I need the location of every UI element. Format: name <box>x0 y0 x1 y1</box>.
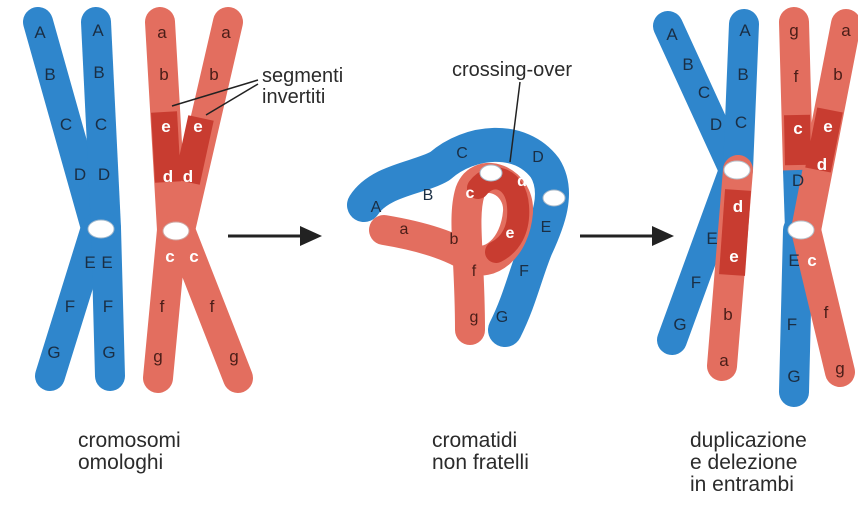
c1-blue-left-gene-A: A <box>666 25 678 44</box>
red-chromosome <box>158 22 238 378</box>
c2-red-left-gene-c: c <box>793 119 802 138</box>
red-left-gene-e: e <box>161 117 170 136</box>
red-loop-gene-d: d <box>517 173 527 190</box>
red-loop-gene-f: f <box>472 263 477 280</box>
c2-blue-gene-D: D <box>792 171 804 190</box>
red-right-gene-g: g <box>229 347 238 366</box>
c1-blue-right-gene-B: B <box>737 65 748 84</box>
blue-right-gene-E: E <box>101 253 112 272</box>
caption-homologous: cromosomi omologhi <box>78 430 181 474</box>
blue-left-gene-B: B <box>44 65 55 84</box>
c1-blue-left-gene-F: F <box>691 273 701 292</box>
caption-dup-del-line-2: e delezione <box>690 452 807 474</box>
c2-red-right-gene-d: d <box>817 155 827 174</box>
c1-blue-left-gene-E: E <box>706 229 717 248</box>
blue-centromere <box>88 220 114 238</box>
red-left-gene-c: c <box>165 247 174 266</box>
red-loop-gene-a: a <box>400 221 409 238</box>
blue-loop-gene-E: E <box>541 219 552 236</box>
c1-blue-right-gene-A: A <box>739 21 751 40</box>
blue-left-gene-D: D <box>74 165 86 184</box>
red-right-gene-b: b <box>209 65 218 84</box>
inverted-label-line-2: invertiti <box>262 87 343 108</box>
c2-blue-gene-G: G <box>787 367 800 386</box>
blue-left-gene-G: G <box>47 343 60 362</box>
c1-blue-left-gene-G: G <box>673 315 686 334</box>
c2-centromere <box>788 221 814 239</box>
red-right-gene-d: d <box>183 167 193 186</box>
blue-left-gene-F: F <box>65 297 75 316</box>
crossing-point-centromere <box>480 165 502 181</box>
blue-loop-gene-C: C <box>456 145 468 162</box>
red-loop-gene-b: b <box>450 231 459 248</box>
red-right-gene-e: e <box>193 117 202 136</box>
stage-duplication-deletion: ABCDEFGABCdebagfcabedcfgDEFG <box>666 21 851 392</box>
blue-right-gene-F: F <box>103 297 113 316</box>
stage-homologous-chromosomes: A B C D E F G A B C D E F Ga b e d c f g a b e d c f g <box>34 21 238 378</box>
caption-dup-del: duplicazione e delezione in entrambi <box>690 430 807 496</box>
red-loop-gene-e: e <box>506 225 515 242</box>
blue-right-gene-A: A <box>92 21 104 40</box>
caption-non-sister-line-1: cromatidi <box>432 430 529 452</box>
red-right-gene-c: c <box>189 247 198 266</box>
red-centromere <box>163 222 189 240</box>
blue-right-gene-B: B <box>93 63 104 82</box>
c1-centromere <box>724 161 750 179</box>
blue-left-gene-C: C <box>60 115 72 134</box>
inverted-label-line-1: segmenti <box>262 66 343 87</box>
arrow-right-2 <box>580 226 674 246</box>
caption-homologous-line-1: cromosomi <box>78 430 181 452</box>
stage-non-sister-chromatids: A B C D E F Ga b c d e f g <box>364 82 565 330</box>
crossing-over-label: crossing-over <box>452 60 572 81</box>
c2-red-right-gene-g: g <box>835 359 844 378</box>
c1-red-right-gene-d: d <box>733 197 743 216</box>
blue-left-gene-A: A <box>34 23 46 42</box>
red-left-gene-g: g <box>153 347 162 366</box>
c2-red-right-gene-e: e <box>823 117 832 136</box>
caption-homologous-line-2: omologhi <box>78 452 181 474</box>
c2-red-right-gene-c: c <box>807 251 816 270</box>
red-left-gene-f: f <box>160 297 165 316</box>
c1-blue-left-gene-D: D <box>710 115 722 134</box>
c2-red-left-gene-g: g <box>789 21 798 40</box>
blue-left-gene-E: E <box>84 253 95 272</box>
red-loop-gene-c: c <box>466 185 475 202</box>
blue-centromere-2 <box>543 190 565 206</box>
red-right-gene-f: f <box>210 297 215 316</box>
caption-non-sister: cromatidi non fratelli <box>432 430 529 474</box>
c1-red-right-gene-b: b <box>723 305 732 324</box>
blue-right-gene-G: G <box>102 343 115 362</box>
c2-red-left-gene-f: f <box>794 67 799 86</box>
c2-red-right-gene-a: a <box>841 21 851 40</box>
c2-blue-gene-F: F <box>787 315 797 334</box>
c2-red-right-gene-f: f <box>824 303 829 322</box>
inverted-segments-label: segmenti invertiti <box>262 66 343 108</box>
blue-right-gene-D: D <box>98 165 110 184</box>
caption-non-sister-line-2: non fratelli <box>432 452 529 474</box>
blue-loop-gene-D: D <box>532 149 544 166</box>
blue-loop-gene-F: F <box>519 263 529 280</box>
red-left-gene-d: d <box>163 167 173 186</box>
c1-blue-right-gene-C: C <box>735 113 747 132</box>
red-loop-gene-g: g <box>470 309 479 326</box>
red-right-gene-a: a <box>221 23 231 42</box>
red-left-gene-a: a <box>157 23 167 42</box>
blue-right-gene-C: C <box>95 115 107 134</box>
c1-blue-right-upper <box>738 24 744 170</box>
caption-dup-del-line-3: in entrambi <box>690 474 807 496</box>
arrow-right-1 <box>228 226 322 246</box>
c2-blue-gene-E: E <box>788 251 799 270</box>
caption-dup-del-line-1: duplicazione <box>690 430 807 452</box>
blue-loop-gene-A: A <box>371 199 382 216</box>
c1-red-right-gene-a: a <box>719 351 729 370</box>
c1-blue-left-gene-C: C <box>698 83 710 102</box>
crossing-over-text: crossing-over <box>452 60 572 81</box>
red-left-gene-b: b <box>159 65 168 84</box>
blue-loop-gene-G: G <box>496 309 508 326</box>
blue-loop-gene-B: B <box>423 187 434 204</box>
c2-red-right-gene-b: b <box>833 65 842 84</box>
c1-red-right-gene-e: e <box>729 247 738 266</box>
c1-blue-left-gene-B: B <box>682 55 693 74</box>
